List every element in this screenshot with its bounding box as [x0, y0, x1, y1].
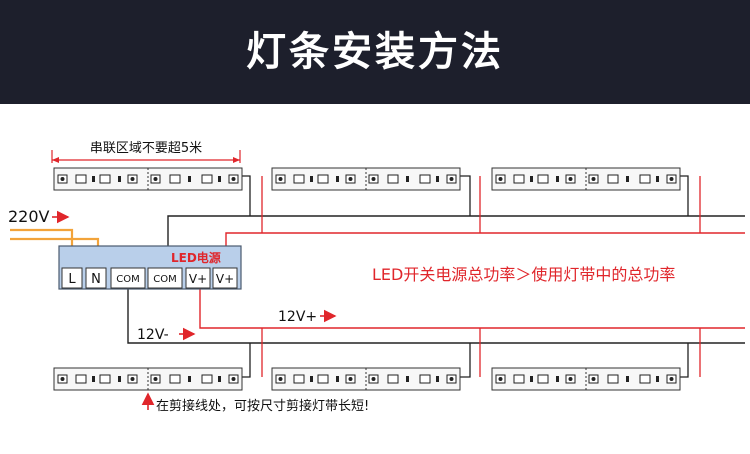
top-strip-3: [491, 167, 681, 191]
terminal-l: L: [68, 272, 76, 287]
wiring-svg: 串联区域不要超5米: [8, 141, 745, 414]
terminal-n: N: [91, 272, 101, 287]
ac-live-wire: [10, 228, 74, 246]
v-minus-label: 12V-: [137, 327, 169, 343]
terminal-com-2: COM: [153, 274, 176, 285]
bottom-strip-3: [491, 367, 681, 391]
terminal-block: [61, 267, 238, 289]
bottom-strip-2: [271, 367, 461, 391]
top-red-wire: [225, 232, 745, 246]
series-limit-label: 串联区域不要超5米: [90, 141, 202, 156]
page-title: 灯条安装方法: [246, 29, 504, 75]
title-banner: 灯条安装方法: [0, 0, 750, 104]
wiring-diagram: 串联区域不要超5米: [0, 104, 750, 450]
terminal-vplus-1: V+: [189, 272, 207, 286]
power-rule-note: LED开关电源总功率＞使用灯带中的总功率: [372, 265, 675, 284]
terminal-vplus-2: V+: [216, 272, 234, 286]
terminal-com-1: COM: [116, 274, 139, 285]
bottom-strip-1: [53, 367, 243, 391]
psu-label: LED电源: [171, 250, 221, 265]
top-strip-1: [53, 167, 243, 191]
cut-note: 在剪接线处，可按尺寸剪接灯带长短!: [156, 398, 369, 414]
ac-input-label: 220V: [8, 207, 50, 226]
series-limit-marker: [51, 150, 241, 163]
v-plus-label: 12V+: [278, 309, 317, 325]
bottom-red-wire: [199, 289, 745, 329]
top-strip-2: [271, 167, 461, 191]
bottom-black-wire: [127, 289, 745, 344]
top-black-wire: [167, 215, 745, 246]
ac-neutral-wire: [10, 237, 100, 246]
